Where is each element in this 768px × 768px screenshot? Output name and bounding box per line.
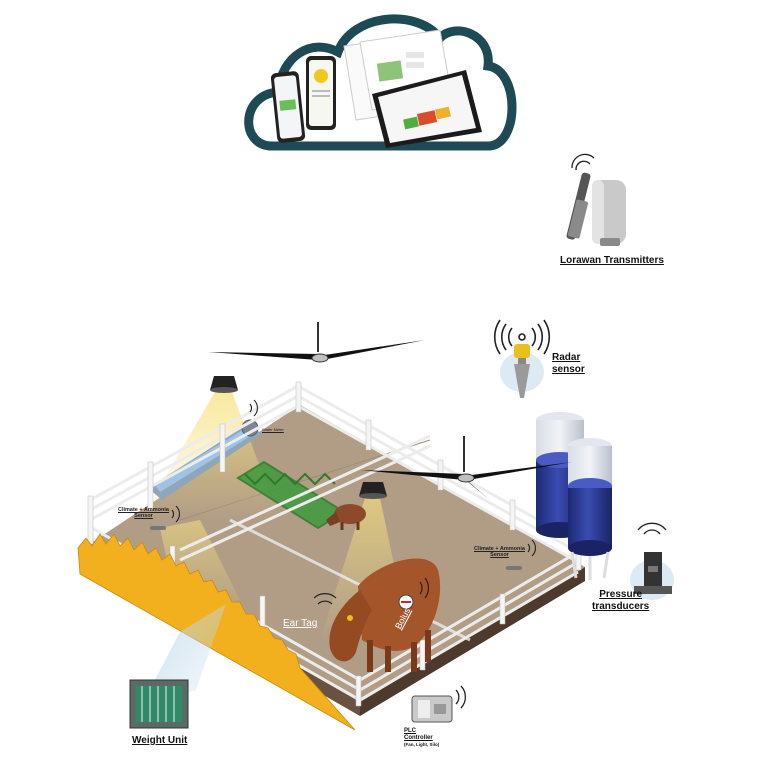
- label-climate-left: Climate + Ammonia Sensor: [118, 507, 169, 520]
- pressure-transducer: [630, 522, 674, 600]
- phone-icon: [270, 71, 306, 143]
- label-climate-right: Climate + Ammonia Sensor: [474, 546, 525, 559]
- wifi-icon: [419, 577, 430, 599]
- label-plc-sub: (Fan, Light, Silo): [404, 741, 440, 747]
- wifi-icon: [249, 399, 258, 417]
- label-radar-line1: Radar: [552, 352, 581, 363]
- silo-icon: [568, 480, 612, 580]
- label-climate-left-line1: Climate + Ammonia: [118, 507, 169, 513]
- label-pressure: Pressure transducers: [592, 589, 649, 613]
- label-water-meter: Water Meter: [262, 427, 284, 432]
- climate-sensor-left: [150, 505, 180, 530]
- wifi-icon: [313, 593, 337, 605]
- wifi-icon: [637, 522, 667, 535]
- wifi-icon: [571, 153, 595, 171]
- plc-controller: [411, 685, 467, 723]
- lamp-icon: [359, 482, 387, 499]
- cloud-dashboard: [244, 14, 517, 151]
- lorawan-transmitters: [566, 153, 626, 246]
- fan-icon: [360, 436, 572, 500]
- label-weight-unit: Weight Unit: [132, 735, 188, 746]
- wifi-icon: [493, 319, 551, 355]
- label-ear-tag: Ear Tag: [283, 618, 318, 629]
- weight-unit: [129, 604, 226, 729]
- label-radar: Radar sensor: [552, 352, 585, 376]
- label-plc-line2: Controller: [404, 734, 433, 741]
- label-plc: PLC Controller (Fan, Light, Silo): [404, 728, 439, 747]
- wifi-icon: [171, 505, 180, 523]
- lamp-icon: [210, 376, 238, 393]
- label-climate-right-line2: Sensor: [490, 552, 509, 559]
- label-pressure-line1: Pressure: [599, 589, 643, 600]
- label-lorawan: Lorawan Transmitters: [560, 255, 664, 266]
- fan-icon: [208, 322, 425, 380]
- cow-icon: [326, 504, 366, 530]
- label-plc-line1: PLC: [404, 728, 416, 734]
- climate-sensor-right: [506, 539, 536, 570]
- cow-icon: [329, 558, 441, 672]
- label-climate-right-line1: Climate + Ammonia: [474, 546, 525, 552]
- label-climate-left-line2: Sensor: [134, 513, 153, 520]
- hay: [77, 533, 356, 731]
- radar-sensor: [493, 319, 551, 398]
- wifi-icon: [527, 539, 536, 557]
- wifi-icon: [455, 685, 467, 709]
- phone-icon: [306, 56, 336, 130]
- tablet-icon: [372, 70, 482, 148]
- label-radar-line2: sensor: [552, 364, 585, 375]
- label-pressure-line2: transducers: [592, 601, 650, 612]
